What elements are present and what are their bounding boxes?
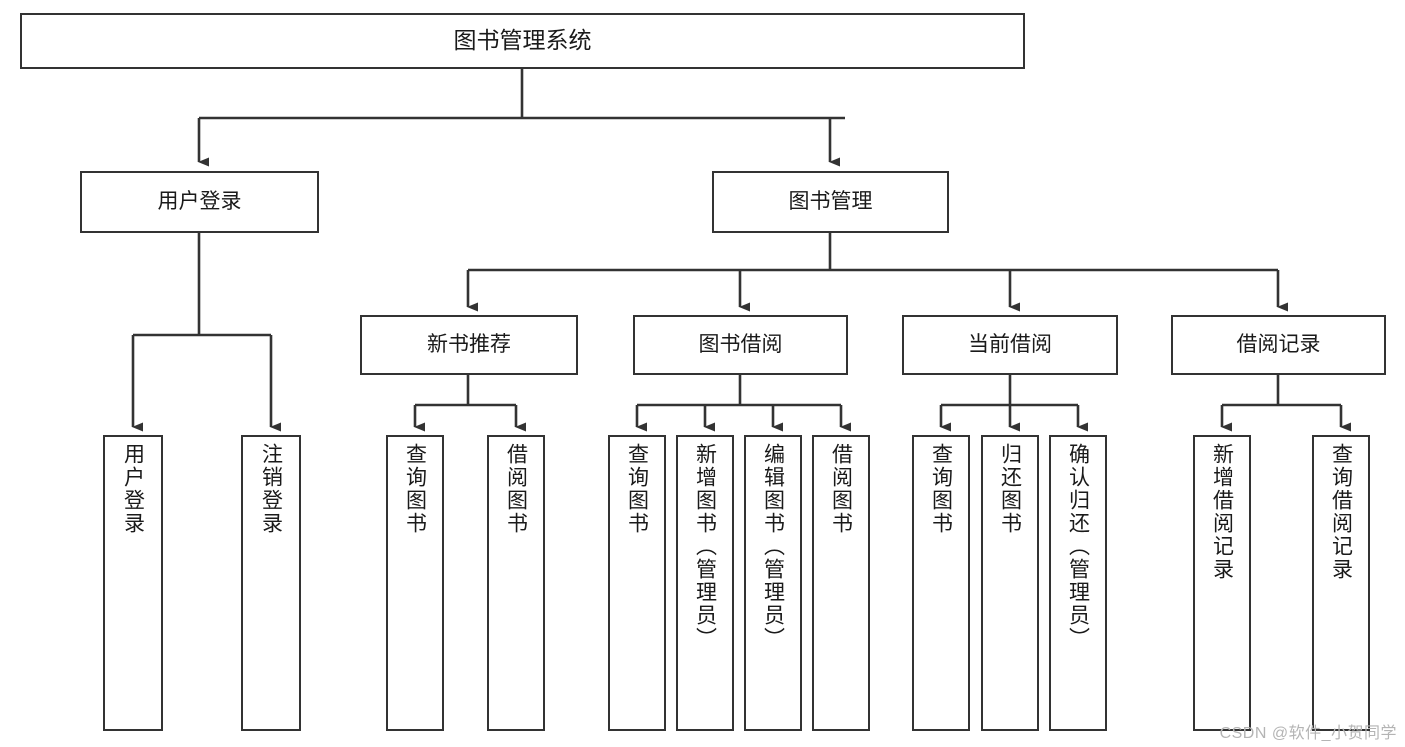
leaf-new-book-borrow[interactable]: 借阅图书	[487, 435, 545, 731]
watermark-text: CSDN @软件_小贺同学	[1219, 725, 1397, 742]
node-borrow-record[interactable]: 借阅记录	[1171, 315, 1386, 375]
leaf-current-query-book-label: 查询图书	[929, 443, 953, 535]
leaf-borrow-query-book[interactable]: 查询图书	[608, 435, 666, 731]
node-root-system[interactable]: 图书管理系统	[20, 13, 1025, 69]
node-book-management-label: 图书管理	[788, 190, 873, 214]
leaf-borrow-query-book-label: 查询图书	[625, 443, 649, 535]
leaf-new-book-query-label: 查询图书	[403, 443, 427, 535]
leaf-current-confirm-return[interactable]: 确认归还（管理员）	[1049, 435, 1107, 731]
node-current-borrow-label: 当前借阅	[968, 333, 1052, 357]
leaf-record-query[interactable]: 查询借阅记录	[1312, 435, 1370, 731]
node-user-login-label: 用户登录	[157, 190, 242, 214]
leaf-record-add[interactable]: 新增借阅记录	[1193, 435, 1251, 731]
leaf-current-confirm-return-label: 确认归还（管理员）	[1066, 443, 1090, 650]
node-current-borrow[interactable]: 当前借阅	[902, 315, 1118, 375]
leaf-borrow-edit-book-label: 编辑图书（管理员）	[761, 443, 785, 650]
leaf-borrow-borrow-book[interactable]: 借阅图书	[812, 435, 870, 731]
leaf-record-query-label: 查询借阅记录	[1329, 443, 1353, 581]
leaf-current-return-book[interactable]: 归还图书	[981, 435, 1039, 731]
leaf-user-login-signin[interactable]: 用户登录	[103, 435, 163, 731]
leaf-new-book-borrow-label: 借阅图书	[504, 443, 528, 535]
node-user-login[interactable]: 用户登录	[80, 171, 319, 233]
leaf-borrow-edit-book[interactable]: 编辑图书（管理员）	[744, 435, 802, 731]
node-new-book-recommend-label: 新书推荐	[427, 333, 511, 357]
node-borrow-record-label: 借阅记录	[1236, 333, 1321, 357]
leaf-user-login-signin-label: 用户登录	[121, 443, 145, 535]
leaf-borrow-add-book-label: 新增图书（管理员）	[693, 443, 717, 650]
leaf-current-return-book-label: 归还图书	[998, 443, 1022, 535]
node-book-borrow[interactable]: 图书借阅	[633, 315, 848, 375]
leaf-borrow-borrow-book-label: 借阅图书	[829, 443, 853, 535]
node-book-management[interactable]: 图书管理	[712, 171, 949, 233]
leaf-record-add-label: 新增借阅记录	[1210, 443, 1234, 581]
node-new-book-recommend[interactable]: 新书推荐	[360, 315, 578, 375]
node-book-borrow-label: 图书借阅	[698, 333, 783, 357]
leaf-new-book-query[interactable]: 查询图书	[386, 435, 444, 731]
leaf-user-login-signout[interactable]: 注销登录	[241, 435, 301, 731]
leaf-current-query-book[interactable]: 查询图书	[912, 435, 970, 731]
leaf-borrow-add-book[interactable]: 新增图书（管理员）	[676, 435, 734, 731]
leaf-user-login-signout-label: 注销登录	[259, 443, 283, 535]
node-root-label: 图书管理系统	[453, 27, 592, 54]
